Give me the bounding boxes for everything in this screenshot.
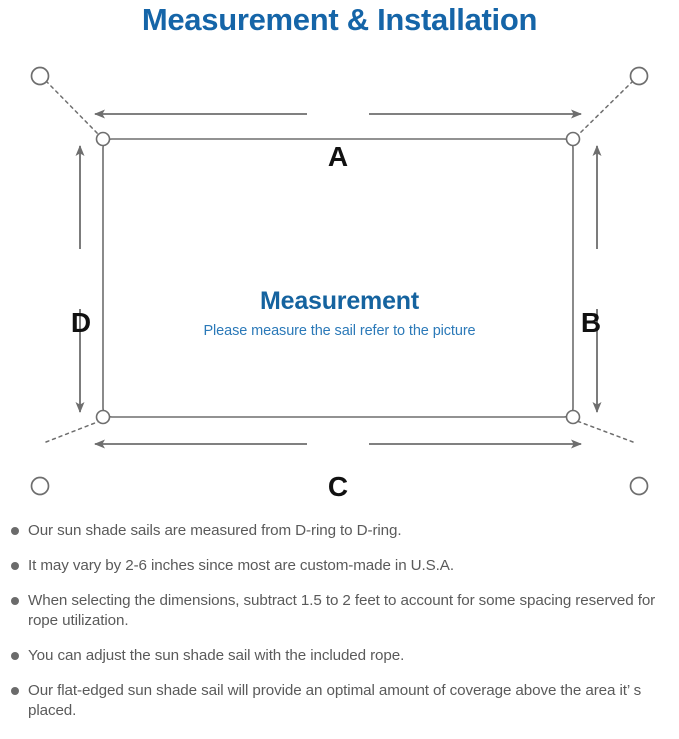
bullet-icon <box>11 527 19 535</box>
anchor-point-top-right <box>629 66 649 86</box>
list-item: Our sun shade sails are measured from D-… <box>0 521 679 541</box>
bullet-icon <box>11 652 19 660</box>
note-text: You can adjust the sun shade sail with t… <box>28 647 405 664</box>
anchor-point-top-left <box>30 66 50 86</box>
note-text: When selecting the dimensions, subtract … <box>28 592 656 629</box>
diagram-center-title: Measurement <box>260 287 419 315</box>
bullet-icon <box>11 687 19 695</box>
note-text: Our flat-edged sun shade sail will provi… <box>28 682 642 719</box>
note-text: It may vary by 2-6 inches since most are… <box>28 557 454 574</box>
d-ring-top-left <box>95 131 111 147</box>
rope-line-top-right <box>576 80 634 137</box>
page-title: Measurement & Installation <box>141 2 538 37</box>
anchor-point-bottom-right <box>629 476 649 496</box>
dimension-label-d: D <box>70 307 92 338</box>
anchor-points <box>30 66 649 496</box>
dimension-label-b: B <box>580 307 602 338</box>
rope-lines <box>45 80 634 443</box>
bullet-icon <box>11 597 19 605</box>
dimension-label-c: C <box>327 471 349 502</box>
d-ring-top-right <box>565 131 581 147</box>
d-ring-bottom-left <box>95 409 111 425</box>
list-item: You can adjust the sun shade sail with t… <box>0 646 679 666</box>
measurement-diagram: Measurement Please measure the sail refe… <box>0 44 679 514</box>
rope-line-bottom-left <box>45 420 101 443</box>
list-item: Our flat-edged sun shade sail will provi… <box>0 681 679 721</box>
rope-line-bottom-right <box>576 420 634 443</box>
bullet-icon <box>11 562 19 570</box>
list-item: It may vary by 2-6 inches since most are… <box>0 556 679 576</box>
d-ring-bottom-right <box>565 409 581 425</box>
rope-line-top-left <box>45 80 101 137</box>
note-text: Our sun shade sails are measured from D-… <box>28 522 402 539</box>
notes-list: Our sun shade sails are measured from D-… <box>0 521 679 736</box>
sail-shape <box>102 138 574 418</box>
diagram-svg <box>30 66 649 496</box>
dimension-label-a: A <box>327 141 349 172</box>
anchor-point-bottom-left <box>30 476 50 496</box>
d-rings <box>95 131 581 425</box>
list-item: When selecting the dimensions, subtract … <box>0 591 679 631</box>
diagram-center-subtitle: Please measure the sail refer to the pic… <box>203 323 476 339</box>
